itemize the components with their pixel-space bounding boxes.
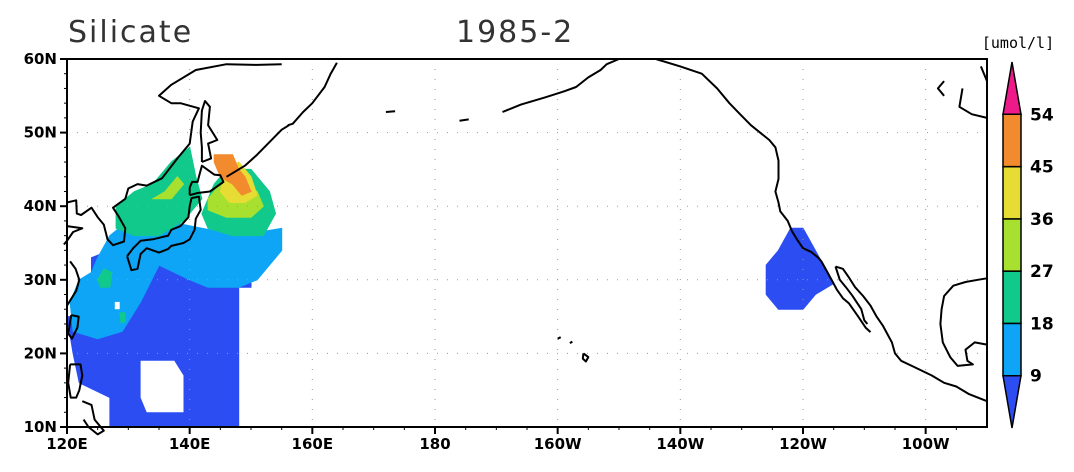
lon-tick-label: 160W [534, 435, 582, 453]
silicate-region [69, 220, 283, 340]
lon-tick-label: 140W [656, 435, 704, 453]
gulf-mexico [939, 277, 988, 367]
no-data-region [140, 360, 184, 413]
colorbar-segment [1002, 218, 1022, 272]
kamchatka [287, 62, 338, 127]
china-coast [63, 225, 84, 246]
mexico-coast [835, 265, 988, 403]
colorbar-segment [1002, 374, 1022, 429]
lat-tick-label: 20N [24, 344, 57, 362]
lon-tick-label: 160E [292, 435, 334, 453]
hudson-east [979, 66, 988, 82]
hawaii-2 [569, 340, 573, 344]
colorbar-level-label: 45 [1030, 158, 1054, 178]
silicate-region [115, 146, 203, 237]
lat-tick-label: 50N [24, 124, 57, 142]
colorbar-level-label: 54 [1030, 105, 1054, 125]
colorbar-level-label: 18 [1030, 314, 1054, 334]
no-data-region [114, 301, 120, 310]
graticule [67, 59, 987, 427]
lon-tick-label: 100W [902, 435, 950, 453]
gulf-california [834, 266, 869, 325]
lon-tick-label: 140E [169, 435, 211, 453]
hawaii-3 [581, 352, 590, 363]
colorbar-segment [1002, 322, 1022, 377]
colorbar: [umol/l] 9 18 27 36 45 54 [982, 34, 1054, 429]
lon-tick-label: 180 [419, 435, 450, 453]
colorbar-unit: [umol/l] [982, 34, 1054, 52]
colorbar-segment [1002, 61, 1022, 116]
hokkaido [188, 164, 225, 197]
aleutian-2 [459, 118, 469, 122]
colorbar-level-label: 36 [1030, 210, 1054, 230]
lat-tick-label: 40N [24, 197, 57, 215]
taiwan [67, 314, 80, 340]
lon-tick-label: 120W [779, 435, 827, 453]
hudson-bay [958, 88, 988, 119]
colorbar-segment [1002, 113, 1022, 168]
lat-tick-label: 10N [24, 418, 57, 436]
lon-tick-label: 120E [46, 435, 88, 453]
silicate-region [213, 154, 252, 196]
variable-title: Silicate [68, 15, 193, 50]
coastlines [63, 58, 988, 436]
northeast-islands [936, 80, 945, 97]
colorbar-segment [1002, 165, 1022, 220]
colorbar-segment [1002, 270, 1022, 325]
aleutian-3 [502, 58, 620, 113]
silicate-region [765, 227, 835, 310]
alaska-aleutians [385, 110, 396, 113]
kyushu-honshu [126, 195, 202, 272]
lat-tick-label: 60N [24, 50, 57, 68]
silicate-region [119, 312, 126, 324]
north-america-coast [655, 58, 872, 333]
luzon [67, 363, 84, 399]
date-title: 1985-2 [456, 15, 574, 50]
lat-tick-label: 30N [24, 271, 57, 289]
asia-coast [66, 63, 282, 247]
philippines-south [81, 400, 105, 436]
kurils [225, 124, 290, 178]
sakhalin [199, 100, 219, 163]
colorbar-level-label: 9 [1030, 367, 1042, 387]
colorbar-level-label: 27 [1030, 262, 1054, 282]
silicate-region [97, 268, 113, 288]
china-south-coast [66, 260, 81, 307]
silicate-field-layer [66, 146, 835, 428]
silicate-region [151, 176, 185, 200]
hawaii-1 [557, 336, 562, 340]
